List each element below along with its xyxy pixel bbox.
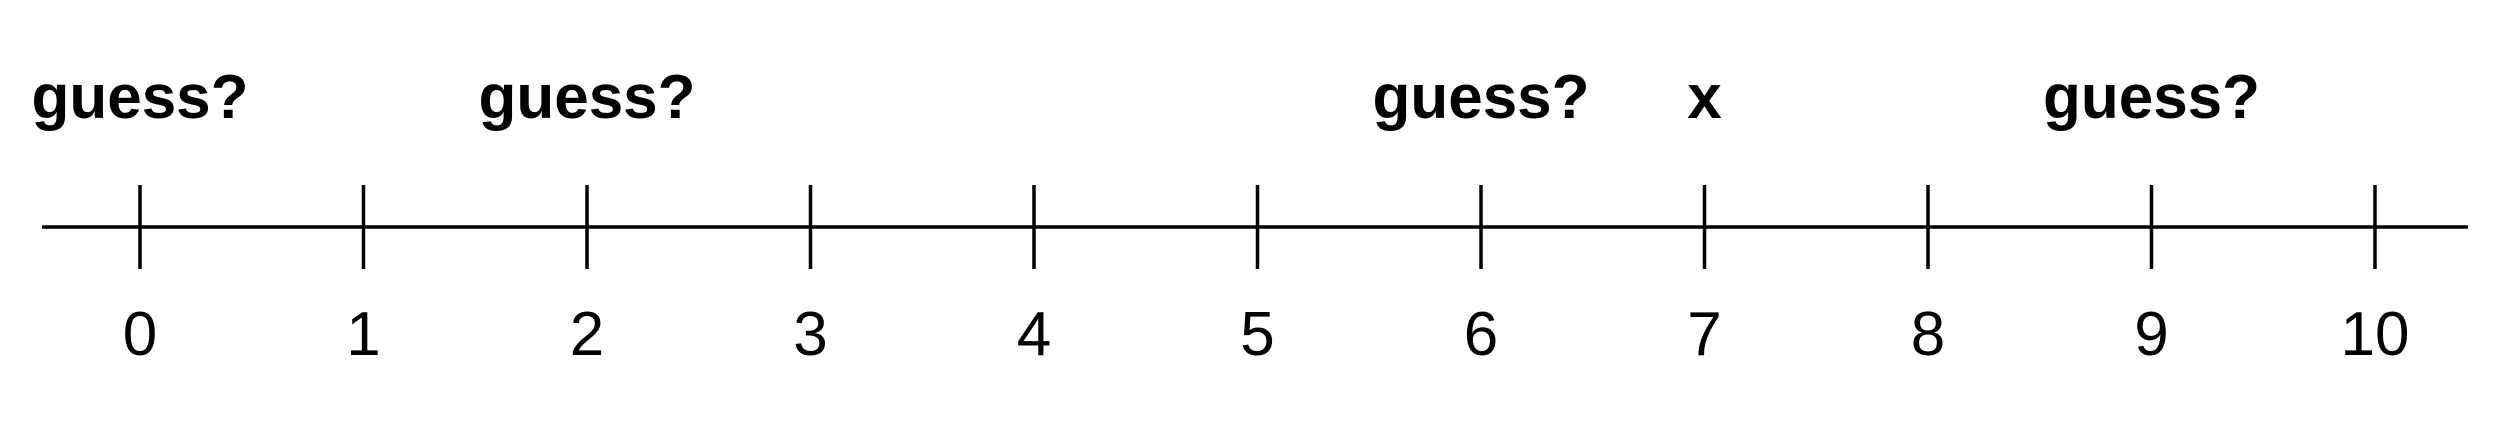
tick-label: 9: [2134, 300, 2168, 369]
tick-marks: [138, 185, 2377, 269]
tick-labels: 0 1 2 3 4 5 6 7 8 9 10: [123, 300, 2410, 369]
tick-label: 5: [1240, 300, 1274, 369]
x-marker-label: x: [1687, 63, 1722, 132]
guess-marker-label: guess?: [1372, 63, 1589, 132]
guess-marker-label: guess?: [478, 63, 695, 132]
tick-label: 0: [123, 300, 157, 369]
guess-marker-label: guess?: [31, 63, 248, 132]
guess-marker-label: guess?: [2043, 63, 2260, 132]
tick-label: 8: [1911, 300, 1945, 369]
tick-label: 7: [1687, 300, 1721, 369]
tick-label: 6: [1464, 300, 1498, 369]
tick-label: 3: [793, 300, 827, 369]
tick-label: 10: [2341, 300, 2410, 369]
tick-label: 1: [346, 300, 380, 369]
tick-label: 4: [1017, 300, 1051, 369]
tick-label: 2: [570, 300, 604, 369]
marker-labels: guess? guess? guess? x guess?: [31, 63, 2260, 132]
